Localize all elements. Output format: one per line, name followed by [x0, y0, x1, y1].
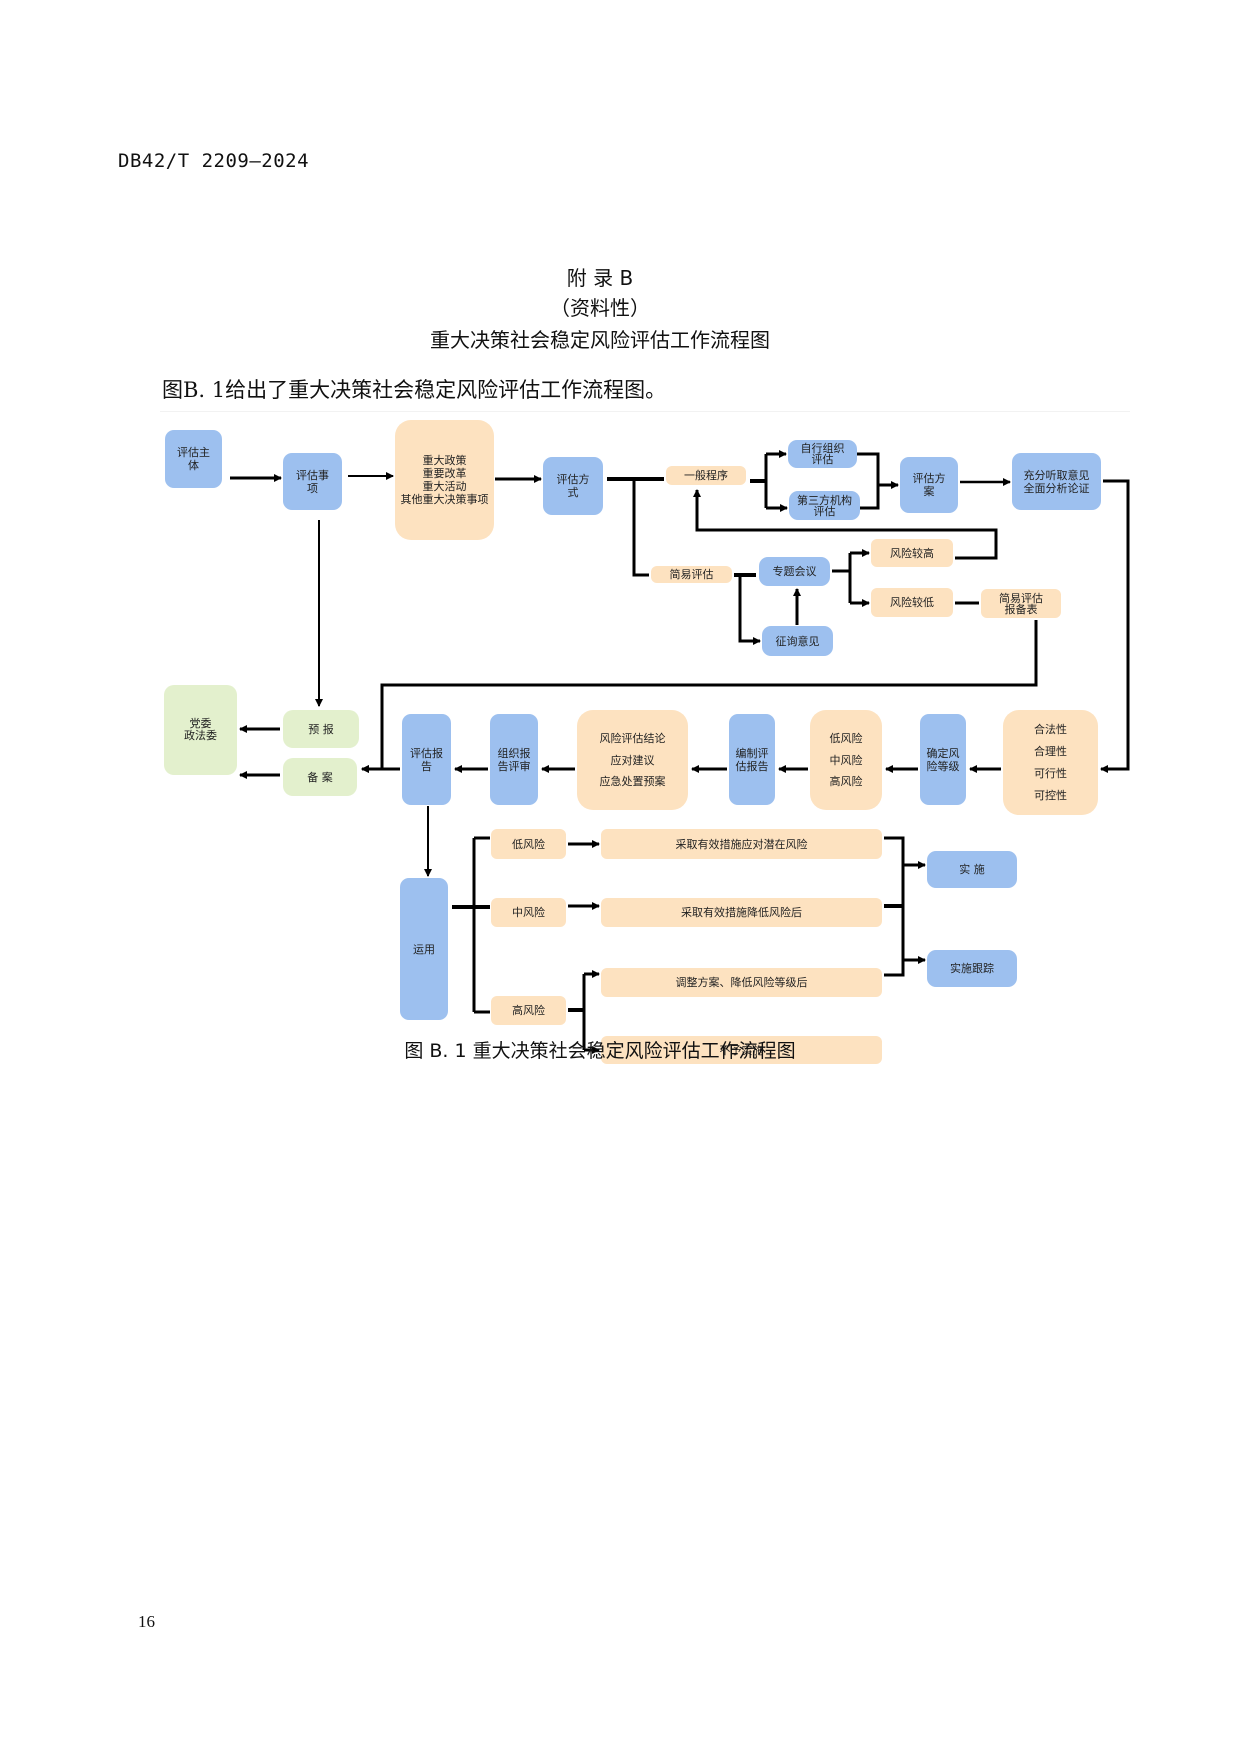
arrow-simple-consult — [738, 575, 761, 645]
node-eval-plan: 评估方 案 — [900, 457, 958, 513]
arrow-analysis-criteria — [1100, 479, 1130, 773]
node-pre-report: 预 报 — [283, 710, 359, 748]
node-app-low: 低风险 — [491, 829, 566, 859]
matter-type: 重要改革 — [422, 467, 467, 480]
node-organize-review: 组织报 告评审 — [490, 714, 538, 805]
page-title: 重大决策社会稳定风险评估工作流程图 — [430, 328, 770, 352]
node-app-mid: 中风险 — [491, 898, 566, 927]
appendix-label: 附 录 B — [566, 266, 634, 290]
arrow-higher-general — [693, 489, 998, 560]
node-matter-types: 重大政策 重要改革 重大活动 其他重大决策事项 — [395, 420, 494, 540]
node-party-committee: 党委 政法委 — [164, 685, 237, 775]
criterion: 可行性 — [1034, 767, 1067, 780]
node-third-party: 第三方机构 评估 — [789, 491, 860, 520]
matter-type: 重大活动 — [422, 480, 467, 493]
matter-type: 其他重大决策事项 — [400, 493, 489, 506]
matter-type: 重大政策 — [422, 454, 467, 467]
node-filing: 备 案 — [283, 758, 357, 796]
criterion: 合法性 — [1034, 723, 1067, 736]
line-method-simple — [632, 479, 649, 577]
appendix-type: （资料性） — [550, 296, 650, 320]
risk-level: 高风险 — [829, 774, 863, 788]
node-simple-report-form: 简易评估 报备表 — [981, 589, 1061, 618]
node-risk-lower: 风险较低 — [871, 588, 953, 617]
figure-caption: 图 B. 1 重大决策社会稳定风险评估工作流程图 — [404, 1040, 796, 1062]
node-eval-matter: 评估事 项 — [283, 453, 342, 510]
node-action-mid: 采取有效措施降低风险后 — [601, 898, 882, 927]
node-consultation: 征询意见 — [762, 626, 833, 656]
node-special-meeting: 专题会议 — [759, 557, 830, 586]
document-id: DB42/T 2209—2024 — [118, 150, 310, 172]
node-risk-higher: 风险较高 — [871, 539, 953, 567]
page-number: 16 — [138, 1612, 155, 1631]
intro-text: 图B. 1给出了重大决策社会稳定风险评估工作流程图。 — [162, 378, 667, 402]
node-application: 运用 — [400, 878, 448, 1020]
node-criteria: 合法性 合理性 可行性 可控性 — [1003, 710, 1098, 815]
conclusion-item: 风险评估结论 — [599, 732, 666, 746]
node-simple-eval: 简易评估 — [651, 566, 732, 583]
risk-level: 低风险 — [829, 732, 863, 746]
conclusion-item: 应对建议 — [610, 753, 655, 767]
criterion: 可控性 — [1034, 789, 1067, 802]
node-eval-report: 评估报 告 — [402, 714, 451, 805]
risk-level: 中风险 — [829, 753, 863, 767]
node-compile-report: 编制评 估报告 — [729, 714, 775, 805]
node-general-procedure: 一般程序 — [666, 466, 746, 485]
node-app-high: 高风险 — [491, 996, 566, 1025]
node-implement: 实 施 — [927, 851, 1017, 888]
conclusion-item: 应急处置预案 — [599, 774, 666, 788]
node-action-high-adjust: 调整方案、降低风险等级后 — [601, 968, 882, 997]
node-self-organized: 自行组织 评估 — [788, 440, 857, 468]
node-risk-levels: 低风险 中风险 高风险 — [810, 710, 882, 810]
node-action-low: 采取有效措施应对潜在风险 — [601, 829, 882, 859]
figure-frame-line — [160, 411, 1130, 412]
node-eval-subject: 评估主 体 — [165, 430, 222, 488]
node-determine-level: 确定风 险等级 — [920, 714, 966, 805]
node-implement-track: 实施跟踪 — [927, 950, 1017, 987]
node-analysis: 充分听取意见 全面分析论证 — [1012, 453, 1101, 510]
node-conclusions: 风险评估结论 应对建议 应急处置预案 — [577, 710, 688, 810]
node-action-high-reject: 不予实施 — [601, 1036, 882, 1064]
criterion: 合理性 — [1034, 745, 1067, 758]
node-eval-method: 评估方 式 — [543, 457, 603, 515]
